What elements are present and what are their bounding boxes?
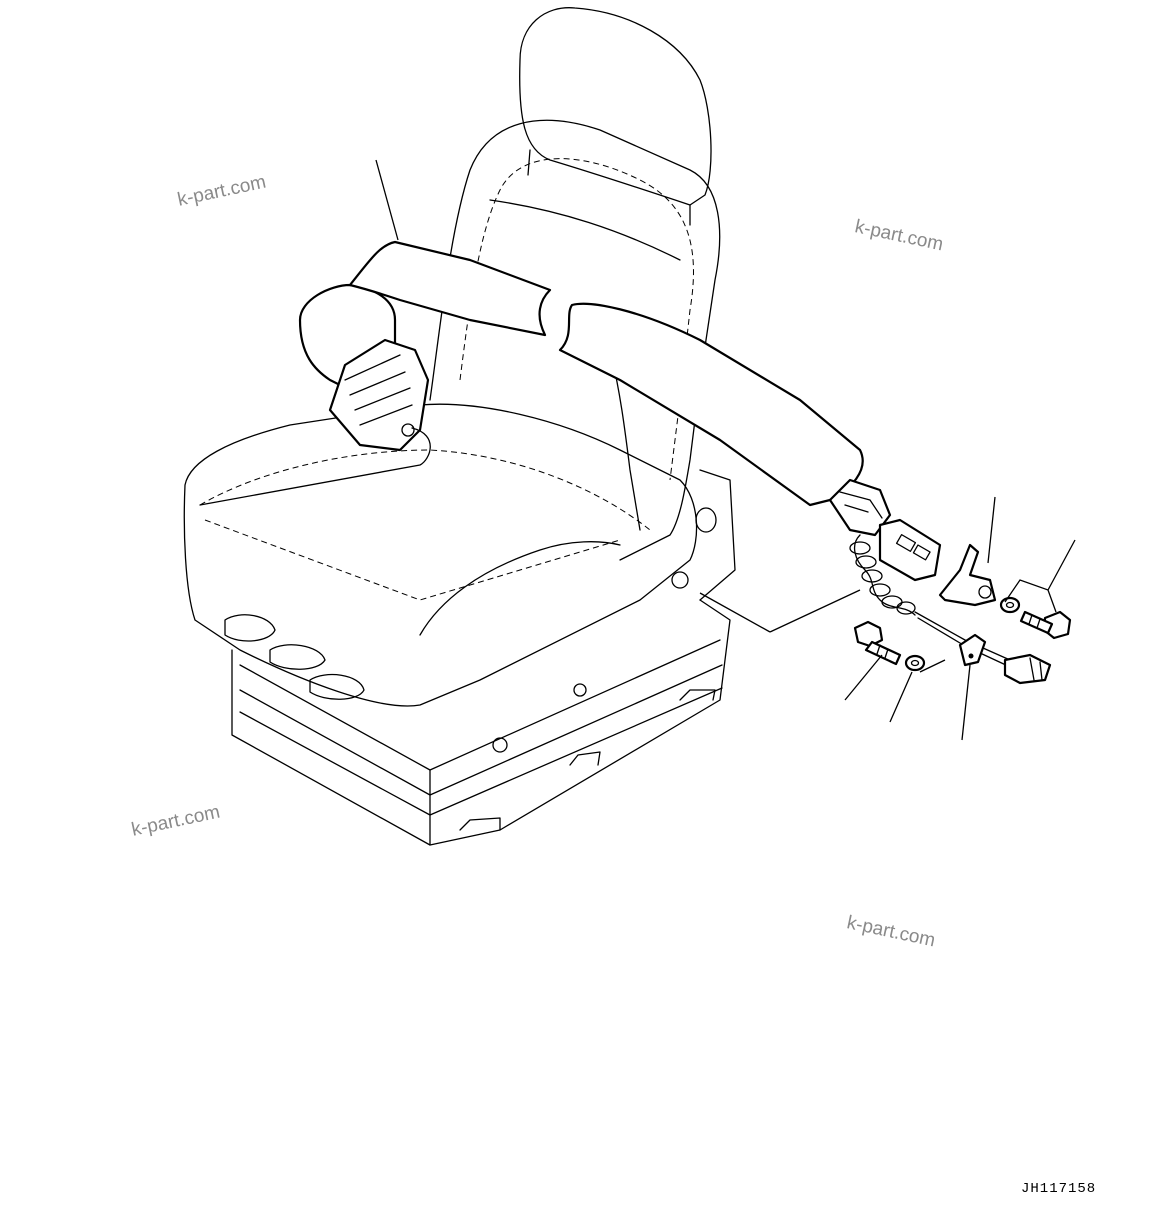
drawing-id-label: JH117158 <box>1021 1181 1097 1197</box>
headrest <box>519 7 712 226</box>
bolt-icon <box>853 620 902 666</box>
leader-lines <box>375 159 1076 741</box>
ground-terminal <box>958 633 987 667</box>
bracket-icon <box>938 543 997 607</box>
seat-cushion <box>183 403 698 707</box>
washer-icon <box>999 596 1021 614</box>
seat-suspension-base <box>224 599 731 846</box>
washer-icon <box>904 654 926 672</box>
connector-icon <box>1003 653 1052 685</box>
bolt-icon <box>1019 610 1072 640</box>
seat-belt <box>199 240 1031 671</box>
